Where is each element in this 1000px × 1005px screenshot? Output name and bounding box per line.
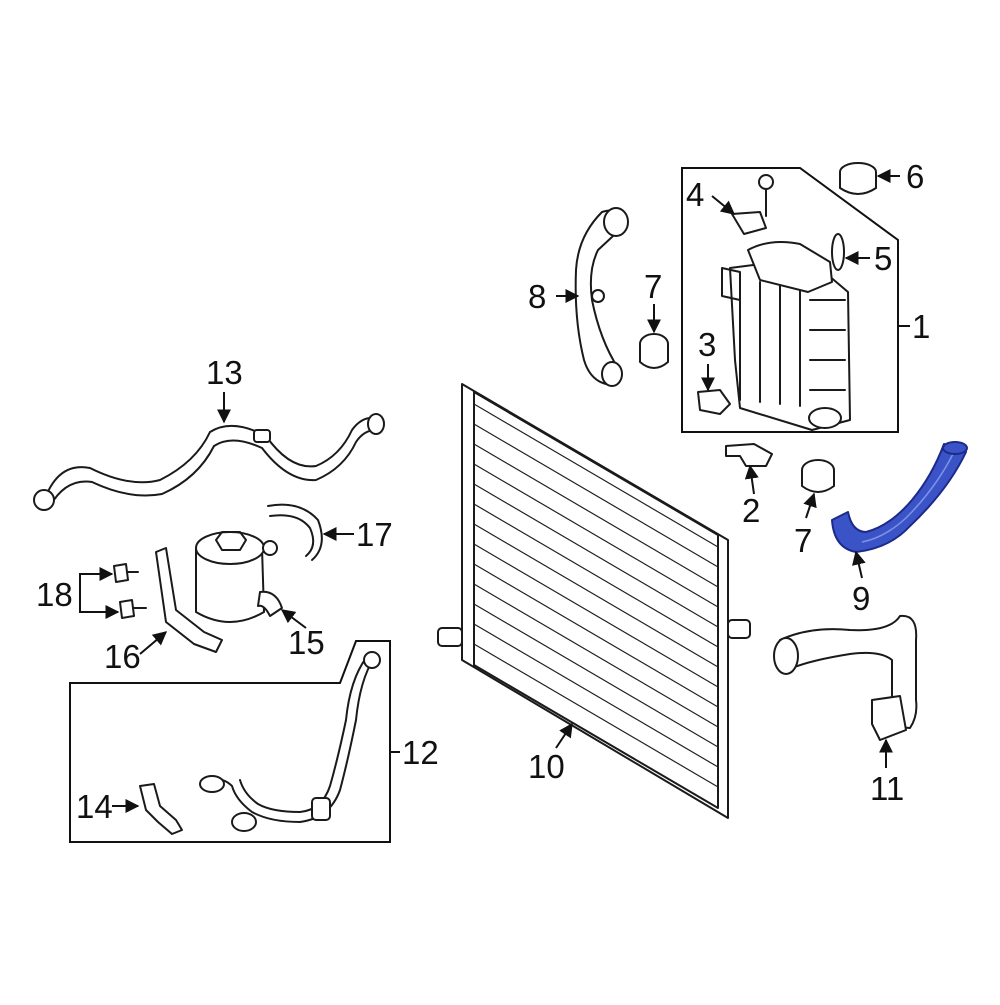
mount-3[interactable] bbox=[697, 389, 731, 415]
clamp-6[interactable] bbox=[839, 162, 877, 195]
radiator-fins bbox=[473, 403, 719, 788]
callout-7-upper: 7 bbox=[644, 268, 662, 305]
sensor-4[interactable] bbox=[731, 174, 774, 235]
callout-2: 2 bbox=[742, 492, 760, 529]
callout-1: 1 bbox=[912, 308, 930, 345]
callout-18: 18 bbox=[36, 576, 73, 613]
hose-group-frame bbox=[69, 640, 391, 843]
callout-15: 15 bbox=[288, 624, 325, 661]
pump-bracket-16[interactable] bbox=[155, 547, 223, 653]
intercooler-group-frame bbox=[681, 167, 899, 433]
callout-16: 16 bbox=[104, 638, 141, 675]
charge-air-hose-8[interactable] bbox=[574, 207, 629, 387]
callout-8: 8 bbox=[528, 278, 546, 315]
o-ring-5[interactable] bbox=[831, 233, 845, 271]
callout-11: 11 bbox=[870, 770, 904, 807]
coolant-hose-12[interactable] bbox=[199, 651, 381, 832]
callout-10: 10 bbox=[528, 748, 565, 785]
callout-17: 17 bbox=[356, 516, 393, 553]
callout-4: 4 bbox=[686, 176, 704, 213]
callout-3: 3 bbox=[698, 326, 716, 363]
callout-13: 13 bbox=[206, 354, 243, 391]
intercooler[interactable] bbox=[721, 241, 851, 431]
bracket-2[interactable] bbox=[725, 443, 773, 467]
coolant-hose-13[interactable] bbox=[33, 413, 385, 511]
callout-12: 12 bbox=[402, 734, 439, 771]
clamp-7-lower[interactable] bbox=[801, 459, 835, 493]
bolt-18-upper[interactable] bbox=[113, 563, 139, 583]
radiator-10[interactable] bbox=[437, 383, 751, 819]
callout-7-lower: 7 bbox=[794, 522, 812, 559]
callout-14: 14 bbox=[76, 788, 113, 825]
callout-9: 9 bbox=[852, 580, 870, 617]
mounting-strap-17[interactable] bbox=[267, 503, 323, 561]
charge-air-hose-9[interactable] bbox=[831, 441, 968, 553]
callout-5: 5 bbox=[874, 240, 892, 277]
leader-lines bbox=[79, 169, 910, 813]
water-pump-15[interactable] bbox=[195, 531, 283, 623]
callout-labels: 1 2 3 4 5 6 7 7 8 9 10 11 12 13 14 15 16… bbox=[36, 158, 930, 825]
hose-11[interactable] bbox=[773, 614, 918, 741]
bolt-18-lower[interactable] bbox=[119, 599, 147, 619]
callout-6: 6 bbox=[906, 158, 924, 195]
temp-sensor-14[interactable] bbox=[139, 783, 183, 835]
clamp-7-upper[interactable] bbox=[639, 333, 669, 369]
